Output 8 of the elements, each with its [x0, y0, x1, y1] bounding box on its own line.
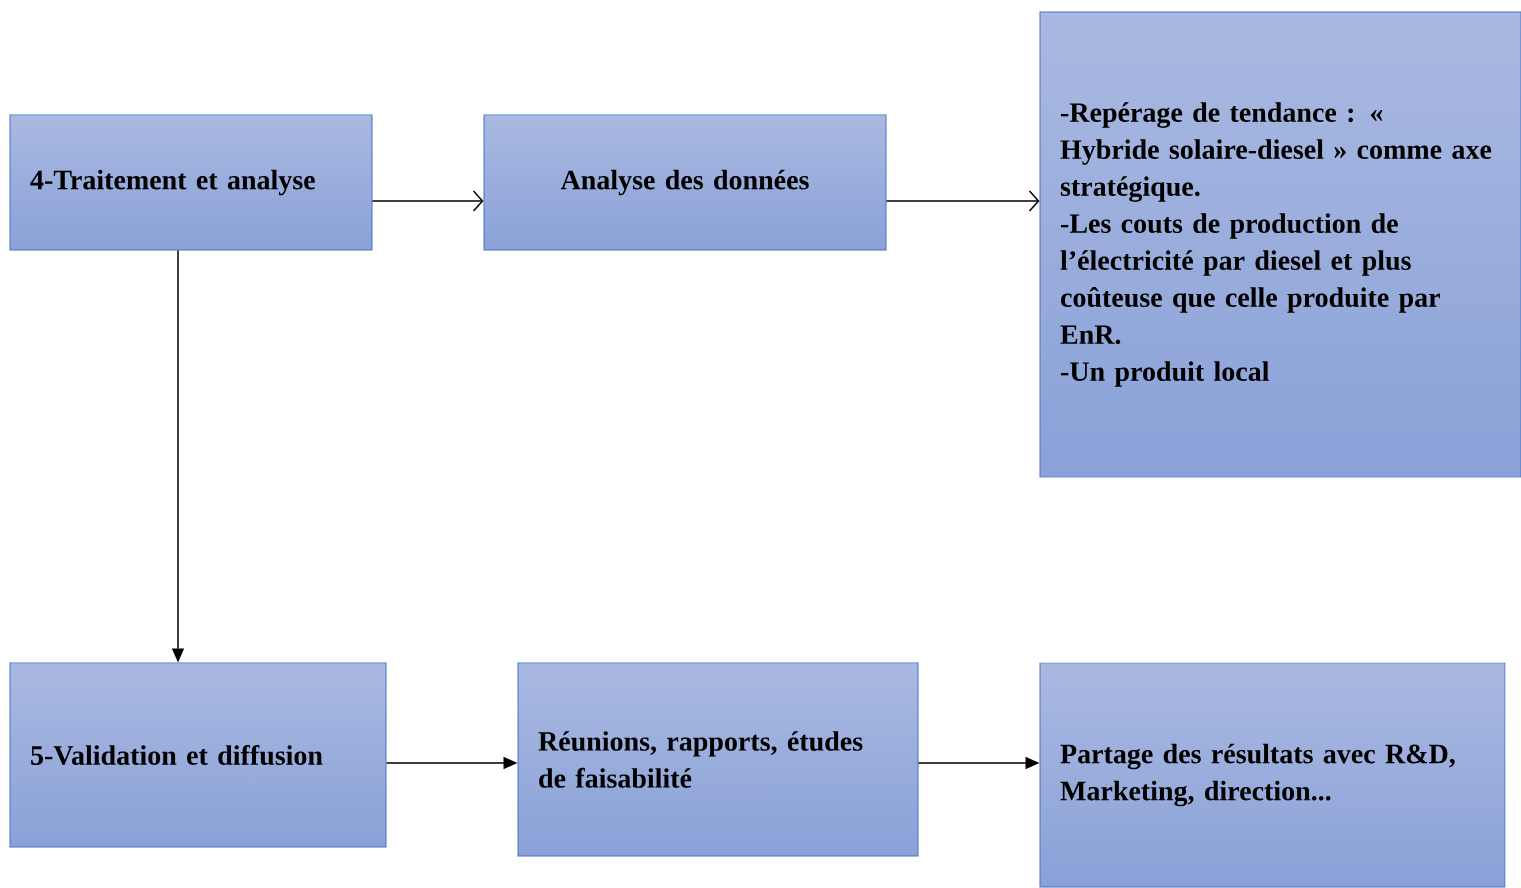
process-box: Analyse des données — [483, 114, 887, 251]
process-box: -Repérage de tendance : « Hybride solaire-diesel » comme axe stratégique. -Les couts de production de l’électricité par diesel et plus coûteuse que celle produite par EnR. -Un produit local — [1039, 11, 1521, 478]
process-box: 5-Validation et diffusion — [9, 662, 387, 848]
process-box: Réunions, rapports, études de faisabilité — [517, 662, 919, 857]
arrow — [885, 190, 1040, 212]
arrow — [371, 190, 484, 212]
process-box: 4-Traitement et analyse — [9, 114, 373, 251]
process-box: Partage des résultats avec R&D, Marketing, direction... — [1039, 662, 1506, 888]
